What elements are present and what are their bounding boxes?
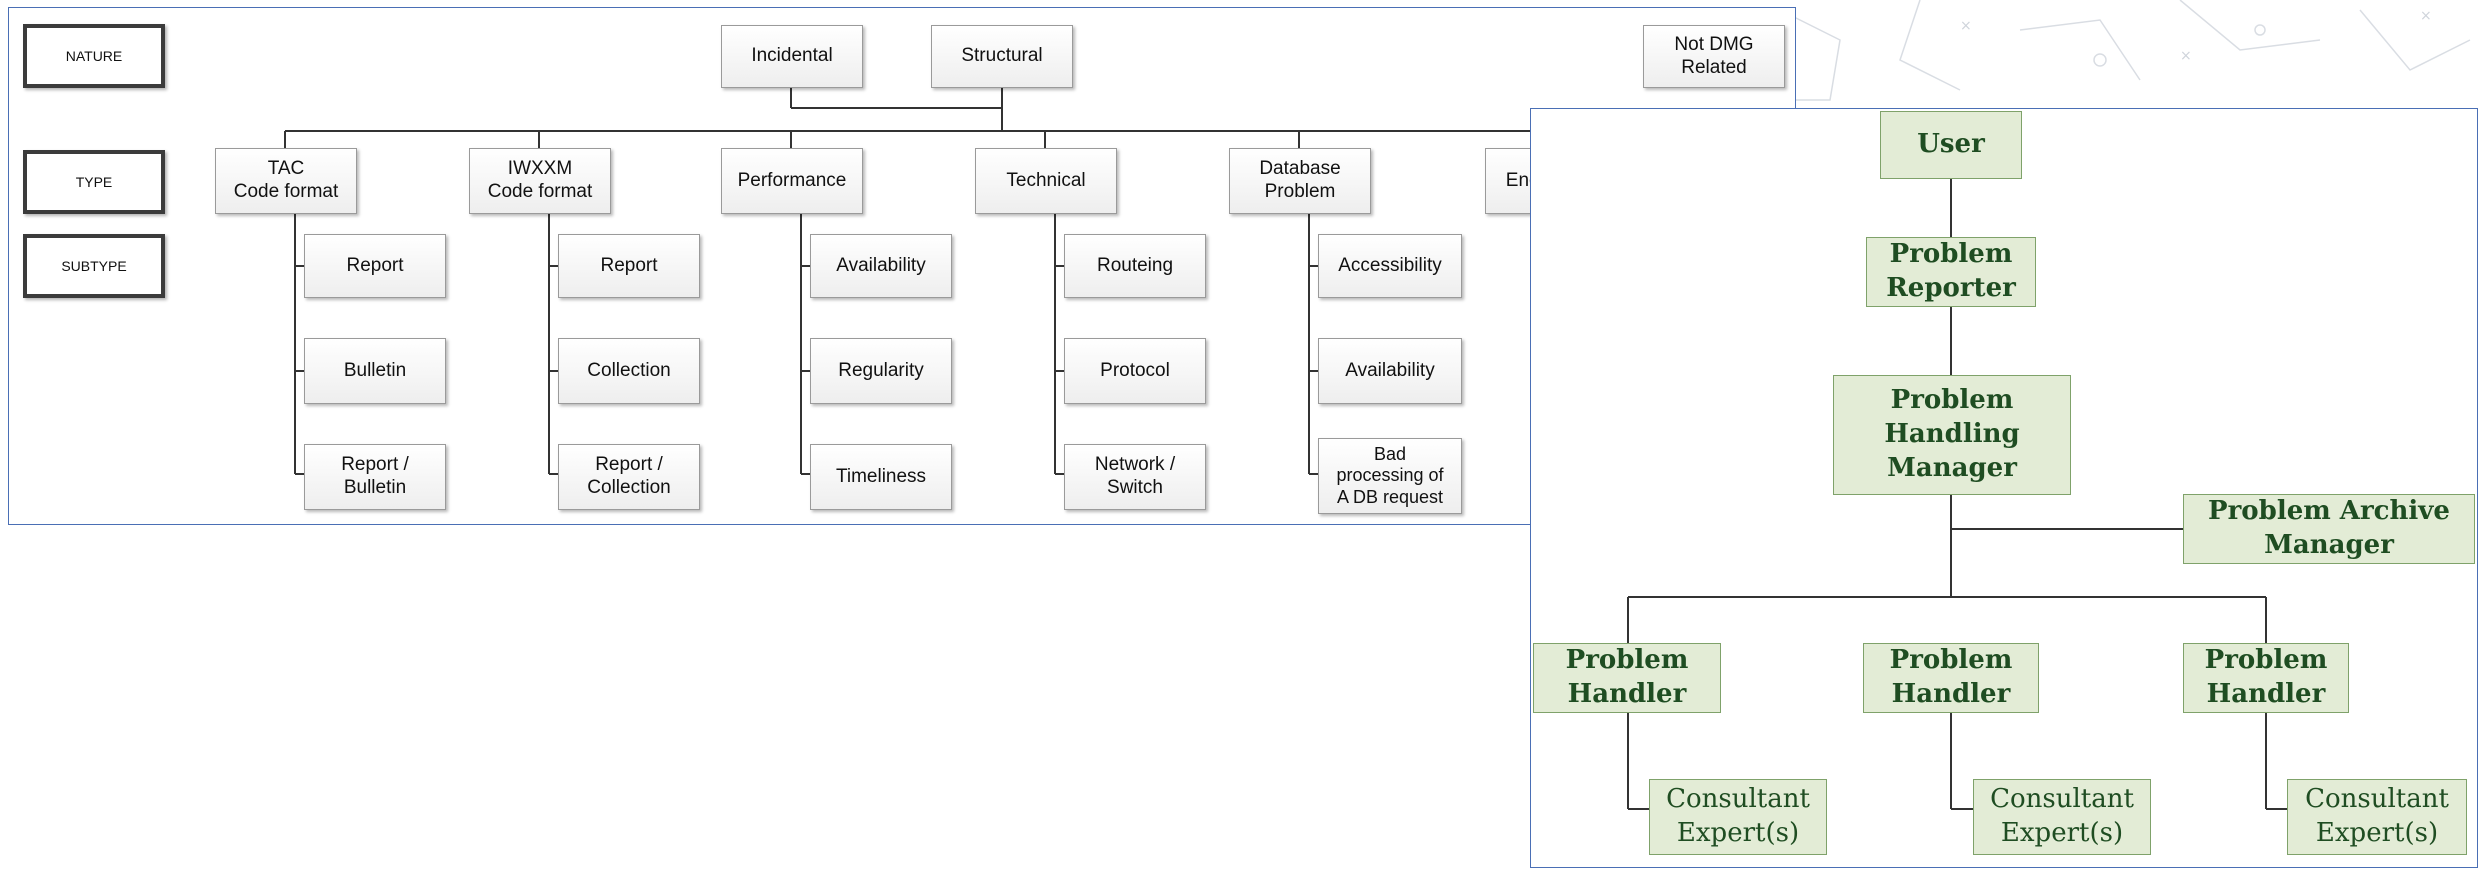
role-problem-handler-3: Problem Handler [2183,643,2349,713]
problem-classification-diagram: NATURE TYPE SUBTYPE Incidental Structura… [8,7,1796,525]
subtype-database-accessibility: Accessibility [1318,234,1462,298]
classification-connectors [284,88,1558,475]
subtype-iwxxm-report-collection: Report / Collection [558,444,700,510]
type-iwxxm-code-format: IWXXM Code format [469,148,611,214]
roles-connectors [1627,179,2287,810]
type-performance: Performance [721,148,863,214]
subtype-tac-report-bulletin: Report / Bulletin [304,444,446,510]
subtype-performance-availability: Availability [810,234,952,298]
type-tac-code-format: TAC Code format [215,148,357,214]
subtype-database-bad-processing: Bad processing of A DB request [1318,438,1462,514]
subtype-technical-network-switch: Network / Switch [1064,444,1206,510]
subtype-iwxxm-report: Report [558,234,700,298]
subtype-iwxxm-collection: Collection [558,338,700,404]
svg-text:×: × [2180,48,2192,64]
subtype-database-availability: Availability [1318,338,1462,404]
role-problem-reporter: Problem Reporter [1866,237,2036,307]
subtype-tac-bulletin: Bulletin [304,338,446,404]
role-problem-handler-2: Problem Handler [1863,643,2039,713]
subtype-technical-protocol: Protocol [1064,338,1206,404]
nature-not-dmg-related: Not DMG Related [1643,25,1785,88]
role-consultant-expert-2: Consultant Expert(s) [1973,779,2151,855]
nature-structural: Structural [931,25,1073,88]
role-problem-handling-manager: Problem Handling Manager [1833,375,2071,495]
subtype-performance-regularity: Regularity [810,338,952,404]
type-database-problem: Database Problem [1229,148,1371,214]
svg-text:×: × [1960,18,1972,34]
legend-subtype: SUBTYPE [23,234,165,298]
role-problem-archive-manager: Problem Archive Manager [2183,494,2475,564]
subtype-performance-timeliness: Timeliness [810,444,952,510]
svg-text:×: × [2420,8,2432,24]
role-consultant-expert-1: Consultant Expert(s) [1649,779,1827,855]
subtype-tac-report: Report [304,234,446,298]
type-technical: Technical [975,148,1117,214]
nature-incidental: Incidental [721,25,863,88]
legend-nature: NATURE [23,24,165,88]
role-problem-handler-1: Problem Handler [1533,643,1721,713]
legend-type: TYPE [23,150,165,214]
role-consultant-expert-3: Consultant Expert(s) [2287,779,2467,855]
subtype-technical-routeing: Routeing [1064,234,1206,298]
problem-roles-diagram: User Problem Reporter Problem Handling M… [1530,108,2478,868]
role-user: User [1880,111,2022,179]
